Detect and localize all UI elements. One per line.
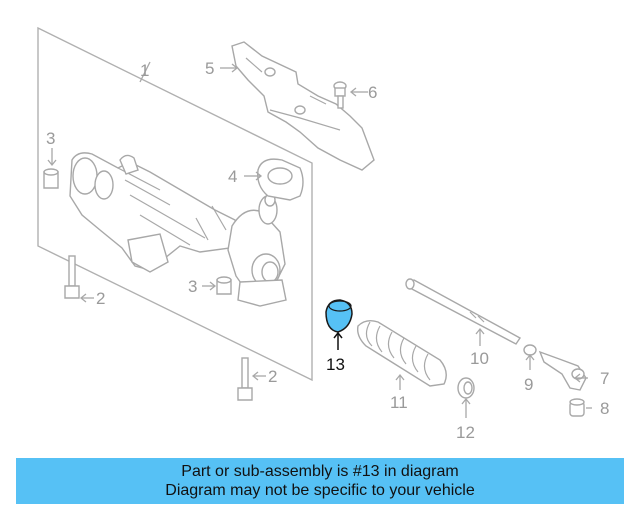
boot-11-drawing (356, 319, 447, 387)
callout-11: 11 (390, 393, 408, 412)
bolt-6-drawing (333, 81, 347, 109)
caption-line-1: Part or sub-assembly is #13 in diagram (181, 463, 459, 480)
boot-clamp-13-drawing (325, 299, 353, 333)
tie-rod-end-7-drawing (538, 350, 587, 391)
ball-joint-boot-8-drawing (569, 398, 585, 417)
steering-rack-drawing (69, 152, 287, 307)
callout-1: 1 (140, 61, 149, 80)
callout-4: 4 (228, 167, 237, 186)
callout-2-upper: 2 (96, 289, 105, 308)
bolt-2-lower-drawing (237, 357, 253, 401)
parts-diagram: 1 2 2 3 3 4 5 6 7 8 9 10 11 12 13 (37, 26, 609, 442)
callout-3-upper: 3 (46, 129, 55, 148)
callout-10: 10 (470, 349, 489, 368)
callout-7: 7 (600, 369, 609, 388)
bushing-3-lower-drawing (216, 276, 232, 295)
callout-9: 9 (524, 375, 533, 394)
info-caption-bar: Part or sub-assembly is #13 in diagram D… (16, 458, 624, 504)
callout-8: 8 (600, 399, 609, 418)
callout-5: 5 (205, 59, 214, 78)
callout-2-lower: 2 (268, 367, 277, 386)
callout-6: 6 (368, 83, 377, 102)
callout-13: 13 (326, 355, 345, 374)
clamp-12-drawing (457, 377, 475, 399)
callout-12: 12 (456, 423, 475, 442)
callout-3-lower: 3 (188, 277, 197, 296)
bushing-3-upper-drawing (43, 168, 59, 189)
bracket-5-drawing (231, 41, 375, 171)
callout-labels: 1 2 2 3 3 4 5 6 7 8 9 10 11 12 13 (46, 59, 609, 442)
tie-rod-10-drawing (405, 278, 522, 345)
mount-4-drawing (257, 158, 304, 201)
leader-lines (47, 61, 592, 418)
nut-9-drawing (523, 344, 537, 356)
caption-line-2: Diagram may not be specific to your vehi… (165, 482, 475, 499)
bolt-2-upper-drawing (64, 255, 80, 299)
